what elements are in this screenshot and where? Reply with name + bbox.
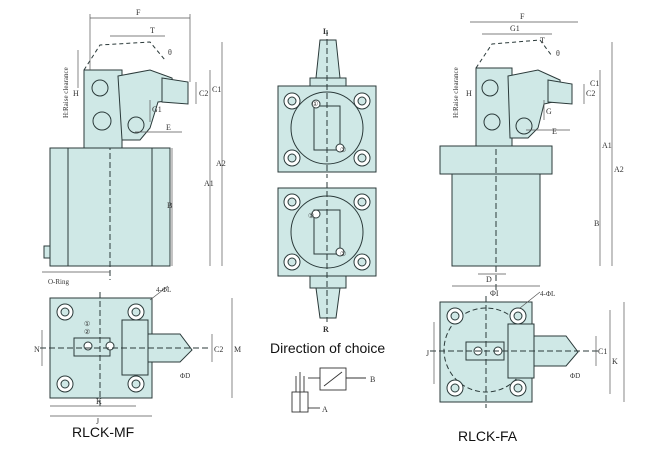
dim-phiD-right: ΦD <box>570 372 580 380</box>
dim-F-right: F <box>520 12 525 21</box>
mf-dimension-lines <box>42 14 223 273</box>
fa-plan-dimensions <box>433 291 625 402</box>
dim-K-right: K <box>612 357 618 366</box>
dim-T-left: T <box>150 26 155 35</box>
dim-phiD-left: ΦD <box>180 372 190 380</box>
caption-rlck-mf: RLCK-MF <box>72 424 135 440</box>
dim-A2-left: A2 <box>216 159 226 168</box>
port2-mf: ② <box>84 328 90 336</box>
dim-B-right: B <box>594 219 599 228</box>
dim-K-left: K <box>96 397 102 406</box>
dim-B-left: B <box>167 201 172 210</box>
fa-plan-view <box>430 296 600 408</box>
dim-A2-right: A2 <box>614 165 624 174</box>
mf-plan-dimensions <box>41 285 233 417</box>
dim-F-left: F <box>136 8 141 17</box>
port2-center-bottom: ② <box>340 250 346 258</box>
port1-center-top: ① <box>312 100 318 108</box>
port-A-label: A <box>322 405 328 414</box>
port1-center-bottom: ① <box>308 212 314 220</box>
dim-E-right: E <box>552 127 557 136</box>
dim-M-left: M <box>234 345 241 354</box>
dim-G1-left: G1 <box>152 105 162 114</box>
dim-A1-left: A1 <box>204 179 214 188</box>
dim-T-right: T <box>540 36 545 45</box>
mf-elevation <box>43 41 189 280</box>
dim-J-left: J <box>96 417 99 426</box>
dim-phiI-right: ΦI <box>490 289 499 298</box>
hydraulic-symbol <box>291 367 366 413</box>
holes-right: 4-ΦL <box>540 290 555 298</box>
dim-A1-right: A1 <box>602 141 612 150</box>
dim-G3-right: G <box>546 107 552 116</box>
dim-H-right: H <box>466 89 472 98</box>
caption-rlck-fa: RLCK-FA <box>458 428 518 444</box>
dim-C1-left: C1 <box>212 85 221 94</box>
dim-C2-left: C2 <box>199 89 208 98</box>
dim-C1-right: C1 <box>590 79 599 88</box>
dim-D-right: D <box>486 275 492 284</box>
dim-theta-right: θ <box>556 49 560 58</box>
dim-H-left: H <box>73 89 79 98</box>
dim-C2-right: C2 <box>586 89 595 98</box>
center-top-view <box>277 30 377 178</box>
fa-elevation <box>439 39 573 290</box>
dimension-labels: F T θ C2 C1 G1 E A1 A2 B H O-Ring H:Rais… <box>34 8 624 426</box>
dim-N-left: N <box>34 345 40 354</box>
fa-dimension-lines <box>452 21 613 287</box>
port-B-label: B <box>370 375 375 384</box>
o-ring-label: O-Ring <box>48 278 70 286</box>
port2-center-top: ② <box>340 146 346 154</box>
label-L: L <box>323 27 328 36</box>
label-R: R <box>323 325 329 334</box>
caption-direction-of-choice: Direction of choice <box>270 340 386 356</box>
dim-J-right: J <box>426 349 429 358</box>
dim-C2-plan-left: C2 <box>214 345 223 354</box>
center-bottom-view <box>277 182 377 322</box>
dim-G1-right: G1 <box>510 24 520 33</box>
holes-left: 4-ΦL <box>156 286 171 294</box>
dim-C1-plan-right: C1 <box>598 347 607 356</box>
dim-theta-left: θ <box>168 48 172 57</box>
mf-plan-view <box>40 292 210 406</box>
raise-clearance-right: H:Raise clearance <box>452 67 460 118</box>
raise-clearance-left: H:Raise clearance <box>62 67 70 118</box>
port1-mf: ① <box>84 320 90 328</box>
dim-E-left: E <box>166 123 171 132</box>
